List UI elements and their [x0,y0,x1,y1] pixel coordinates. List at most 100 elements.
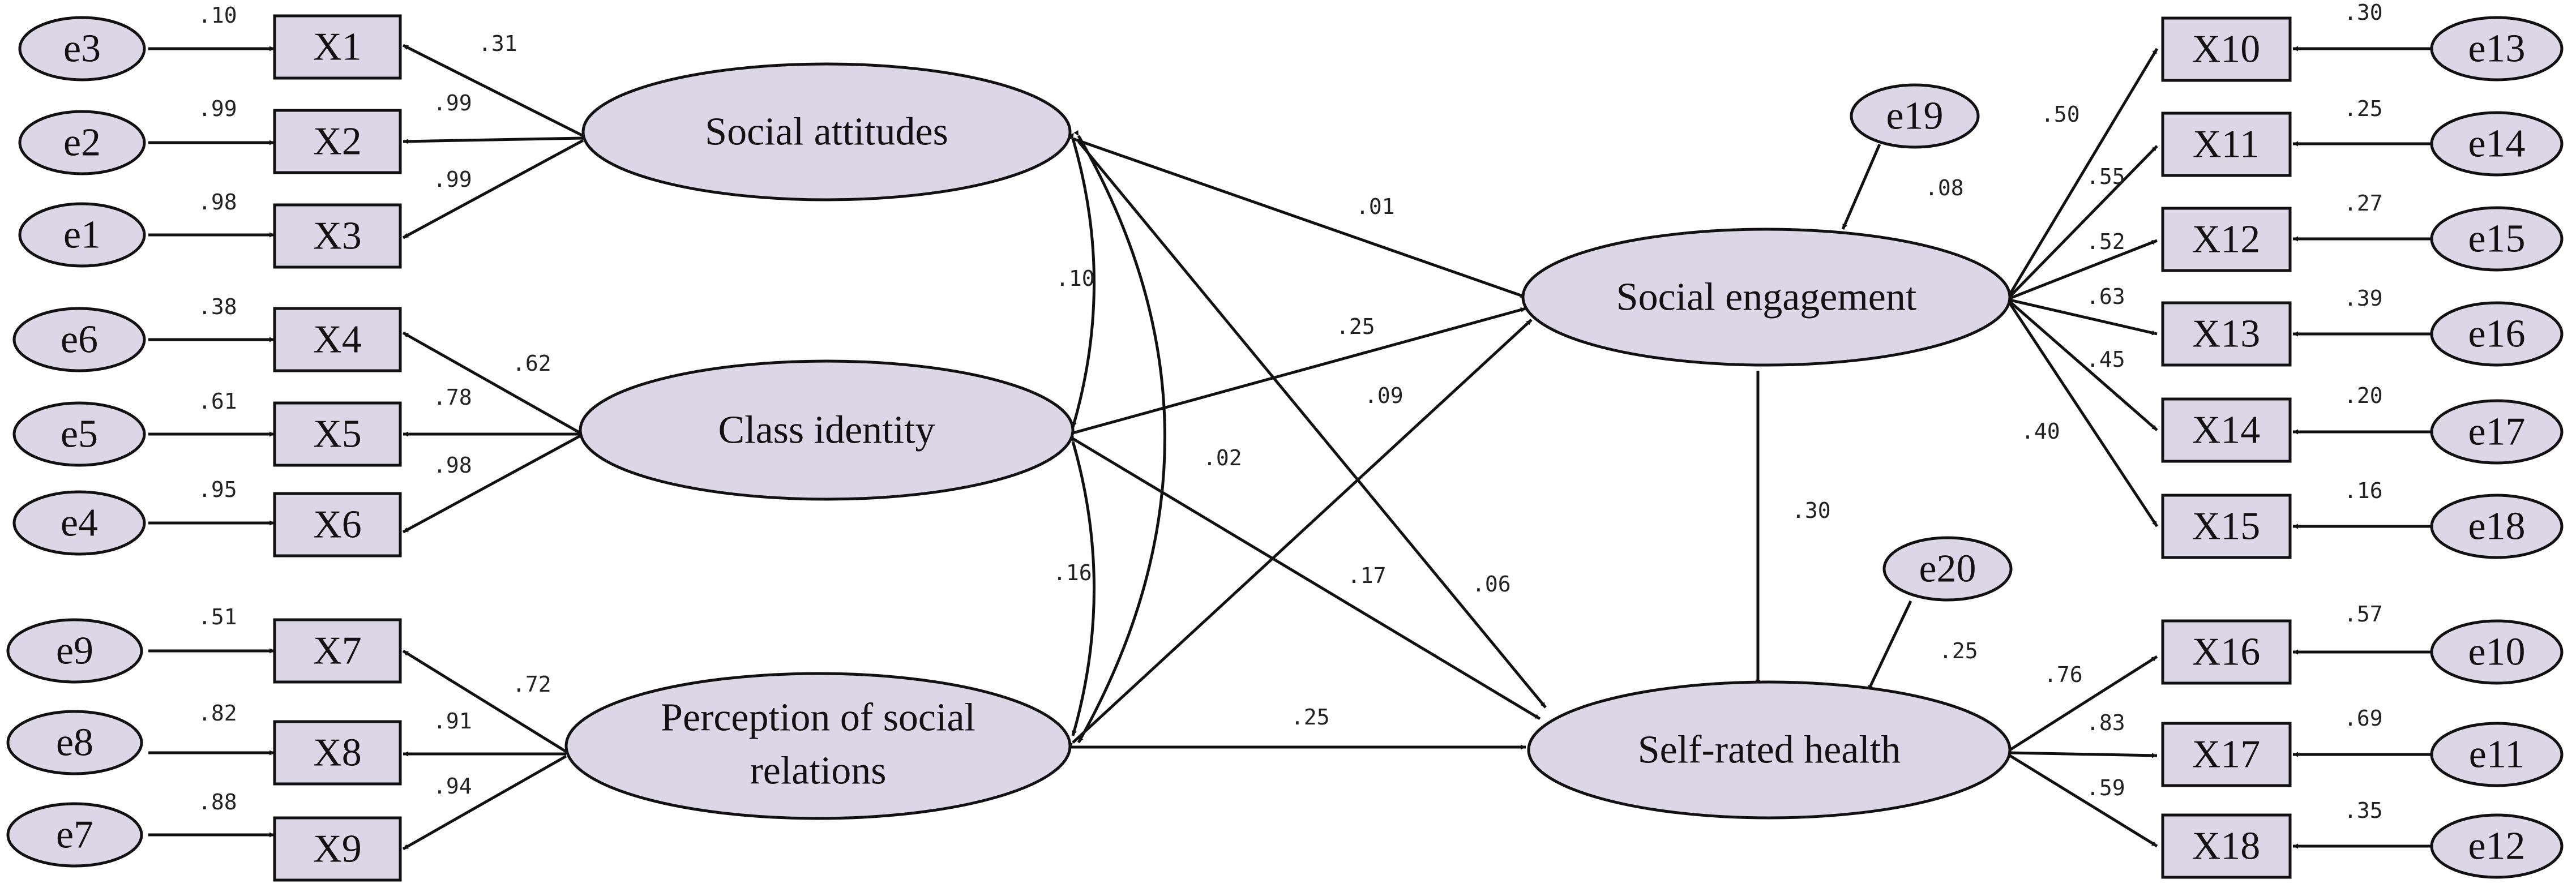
indicator-label: X14 [2192,409,2261,452]
coef-e2-x2: .99 [198,96,237,121]
right-error-paths [2293,46,2434,849]
indicator-label: X2 [313,120,362,164]
coef-sa-sh: .06 [1472,572,1511,597]
coef-ci-pr: .16 [1053,560,1092,585]
latent-label-line2: relations [750,749,886,793]
error-node-e5: e5 [12,401,146,467]
error-label: e12 [2468,825,2525,868]
path-se-x11 [2009,145,2158,298]
path-sa-x3 [402,139,584,239]
indicator-x11: X11 [2161,112,2292,177]
coef-e15-x12: .27 [2344,191,2383,216]
indicator-label: X3 [313,215,362,258]
indicator-x7: X7 [273,618,402,684]
path-se-x12 [2009,239,2158,300]
latent-social-engagement: Social engagement [1521,228,2012,367]
error-label: e11 [2469,733,2524,777]
error-label: e6 [61,318,98,362]
error-label: e4 [61,501,98,545]
latent-label: Social attitudes [705,110,948,154]
coef-e12-x18: .35 [2344,798,2383,823]
coef-sa-se: .01 [1356,194,1395,219]
indicator-x1: X1 [273,14,402,80]
error-label: e13 [2468,27,2525,71]
left-error-paths [148,46,275,838]
disturbance-nodes: e19 e20 [1850,83,2013,602]
path-ci-x6 [402,434,581,534]
latent-self-rated-health: Self-rated health [1527,680,2012,820]
latent-class-identity: Class identity [579,359,1075,501]
latent-label: Self-rated health [1638,728,1901,772]
latent-perception-of-social-relations: Perception of social relations [564,672,1072,820]
path-sh-x16 [2009,655,2158,752]
path-pr-se [1067,319,1533,748]
error-node-e9: e9 [6,618,143,684]
indicator-label: X5 [313,413,362,456]
indicator-x12: X12 [2161,207,2292,272]
path-e19-se [1841,144,1881,230]
coef-sh-x17: .83 [2086,710,2125,735]
indicator-x14: X14 [2161,397,2292,463]
coef-se-x10: .50 [2041,102,2080,127]
coef-e9-x7: .51 [198,604,237,629]
error-label: e10 [2468,631,2525,674]
indicator-x4: X4 [273,307,402,372]
indicator-x9: X9 [273,816,402,882]
coef-sa-x2: .99 [433,91,472,115]
coef-pr-x7: .72 [512,672,551,697]
coef-e8-x8: .82 [198,701,237,726]
error-node-e11: e11 [2430,722,2564,787]
indicator-x2: X2 [273,109,402,174]
error-node-e7: e7 [6,802,143,868]
error-label: e8 [56,721,93,765]
path-ci-sh [1067,434,1541,721]
coefficient-labels: .10 .99 .98 .38 .61 .95 .51 .82 .88 .31 … [198,0,2383,823]
latent-label: Social engagement [1616,276,1917,319]
indicator-x15: X15 [2161,494,2292,559]
error-node-e8: e8 [6,710,143,775]
error-node-e10: e10 [2430,619,2564,685]
indicator-x6: X6 [273,492,402,558]
error-label: e20 [1919,547,1976,591]
latent-label: Class identity [718,409,935,452]
coef-se-sh: .30 [1792,498,1831,523]
indicator-label: X16 [2192,631,2261,674]
indicator-x8: X8 [273,720,402,786]
right-error-nodes: e13 e14 e15 e16 e17 e18 e10 e11 e12 [2430,16,2564,879]
error-label: e14 [2468,122,2525,166]
coef-ci-sh: .17 [1347,563,1387,588]
path-se-x10 [2008,48,2159,295]
left-indicator-nodes: X1 X2 X3 X4 X5 X6 X7 X8 X9 [273,14,402,882]
coef-se-x12: .52 [2086,229,2125,254]
coef-pr-se: .09 [1364,383,1403,408]
error-node-e6: e6 [12,307,146,372]
coef-e4-x6: .95 [198,477,237,502]
path-ci-se [1067,307,1526,437]
coef-ci-x4: .62 [512,351,551,376]
coef-e7-x9: .88 [198,790,237,814]
error-node-e13: e13 [2430,16,2564,82]
coef-se-x13: .63 [2086,284,2125,309]
coef-sa-x1: .31 [478,31,517,56]
path-se-x13 [2009,298,2158,336]
path-sh-x17 [2009,751,2158,758]
right-loading-paths [2008,48,2159,848]
covariance-paths [1069,130,1166,744]
coef-se-x11: .55 [2086,164,2125,189]
latent-nodes: Social attitudes Class identity Percepti… [564,62,2012,820]
path-se-x15 [2008,302,2159,528]
path-ci-x4 [402,331,581,435]
error-label: e1 [63,213,101,257]
indicator-label: X18 [2192,825,2261,868]
indicator-x18: X18 [2161,813,2292,879]
coef-se-x14: .45 [2086,347,2125,372]
coef-e1-x3: .98 [198,190,237,215]
left-loading-paths [402,44,584,851]
error-node-e14: e14 [2430,111,2564,177]
error-label: e9 [56,629,93,673]
error-label: e19 [1886,95,1943,138]
latent-social-attitudes: Social attitudes [581,62,1072,201]
error-label: e16 [2468,312,2525,356]
error-node-e2: e2 [18,110,146,175]
